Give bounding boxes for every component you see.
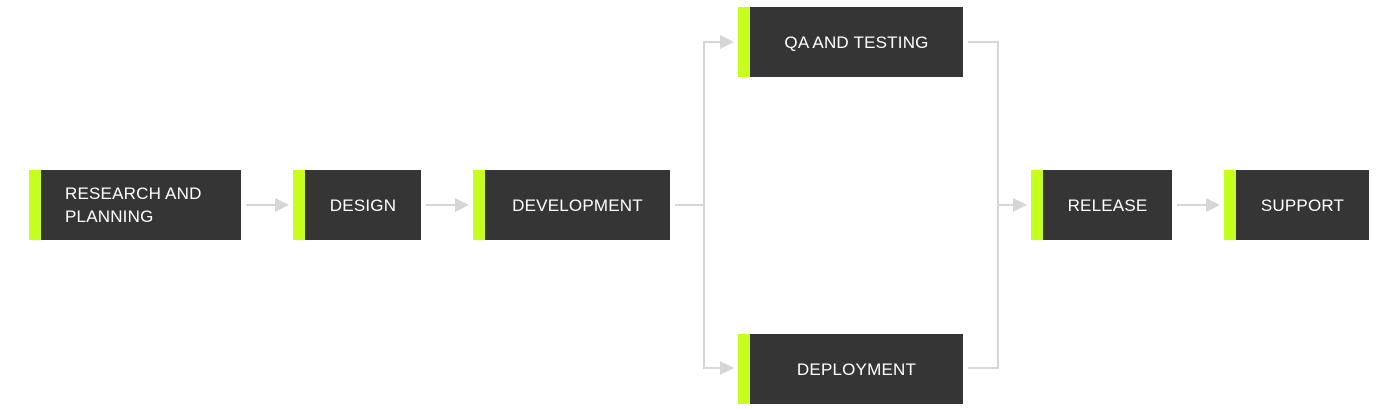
node-support: SUPPORT — [1224, 170, 1369, 240]
arrowhead-qa — [720, 35, 734, 49]
accent-bar — [1224, 170, 1236, 240]
arrowhead-design — [275, 198, 289, 212]
accent-bar — [473, 170, 485, 240]
node-research-and-planning: RESEARCH AND PLANNING — [29, 170, 241, 240]
accent-bar — [293, 170, 305, 240]
arrowhead-release — [1013, 198, 1027, 212]
arrowhead-deployment — [720, 361, 734, 375]
accent-bar — [29, 170, 41, 240]
node-label: RESEARCH AND PLANNING — [65, 184, 202, 226]
node-label: DEPLOYMENT — [796, 359, 917, 379]
node-design: DESIGN — [293, 170, 421, 240]
accent-bar — [1031, 170, 1043, 240]
node-development: DEVELOPMENT — [473, 170, 670, 240]
node-label: SUPPORT — [1260, 195, 1345, 215]
node-release: RELEASE — [1031, 170, 1172, 240]
connector-development-to-deployment — [703, 205, 720, 369]
node-deployment: DEPLOYMENT — [738, 334, 963, 404]
node-label: RELEASE — [1067, 195, 1148, 215]
node-label: QA AND TESTING — [784, 32, 929, 52]
connector-merge-to-release — [968, 41, 999, 369]
node-label: DESIGN — [329, 195, 397, 215]
arrowhead-development — [455, 198, 469, 212]
node-qa-and-testing: QA AND TESTING — [738, 7, 963, 77]
connector-development-to-qa — [675, 41, 720, 206]
accent-bar — [738, 7, 750, 77]
node-label: DEVELOPMENT — [512, 195, 643, 215]
accent-bar — [738, 334, 750, 404]
arrowhead-support — [1206, 198, 1220, 212]
